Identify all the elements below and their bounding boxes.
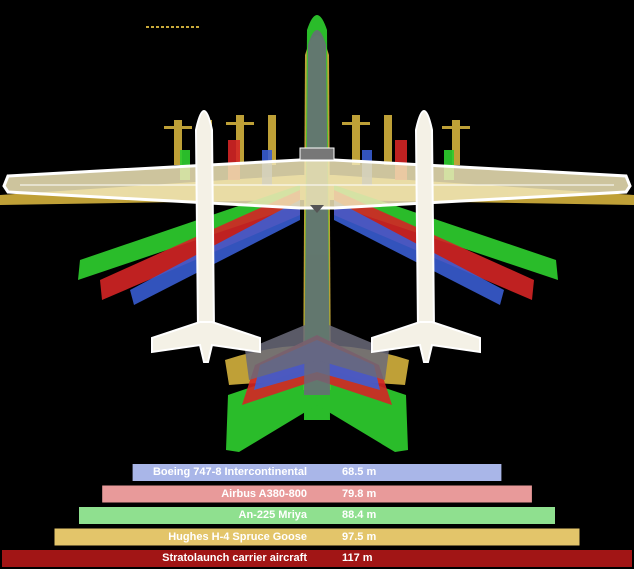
length-bar (132, 464, 502, 481)
aircraft-length: 68.5 m (342, 466, 377, 478)
length-bar-label-row: Boeing 747-8 Intercontinental 68.5 m (0, 464, 634, 481)
aircraft-name: An-225 Mriya (238, 509, 307, 521)
length-bar-label-row: Airbus A380-800 79.8 m (0, 486, 634, 503)
length-bar-label-row: Hughes H-4 Spruce Goose 97.5 m (0, 529, 634, 546)
aircraft-length: 79.8 m (342, 487, 377, 500)
aircraft-length: 97.5 m (342, 530, 377, 543)
aircraft-name: Airbus A380-800 (221, 487, 307, 500)
aircraft-name: Boeing 747-8 Intercontinental (152, 466, 307, 478)
length-bar (54, 528, 580, 546)
silhouette-stratolaunch (2, 110, 632, 363)
length-bar-label-row: An-225 Mriya 88.4 m (0, 507, 634, 524)
length-bar (2, 550, 632, 567)
length-legend-bars (2, 464, 632, 567)
aircraft-name: Stratolaunch carrier aircraft (162, 552, 307, 564)
aircraft-name: Hughes H-4 Spruce Goose (168, 530, 307, 543)
length-bar-label-row: Stratolaunch carrier aircraft 117 m (0, 550, 634, 567)
aircraft-length: 88.4 m (342, 509, 377, 521)
length-bar (79, 507, 555, 524)
length-bar (102, 485, 532, 503)
aircraft-length: 117 m (342, 552, 373, 564)
